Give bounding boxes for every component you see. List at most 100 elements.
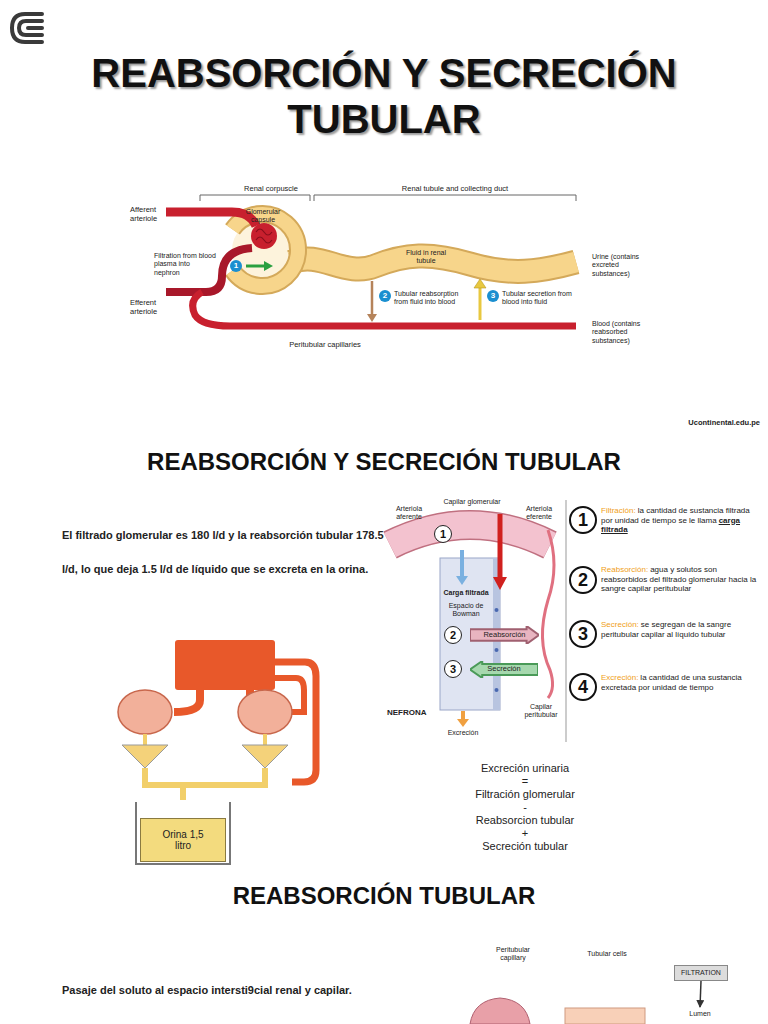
legend-text-block: Filtración:la cantidad de sustancia filt… <box>601 506 761 535</box>
part-label-block: Filtration from blood plasma into nephro… <box>154 252 216 277</box>
part-label-block: Tubular cells <box>582 950 632 958</box>
source-note-block: Ucontinental.edu.pe <box>640 418 760 427</box>
part-label-block: Afferent arteriole <box>130 205 164 223</box>
equation-term-block: Secreción tubular <box>430 840 620 853</box>
kidney-illustration <box>118 640 316 864</box>
part-label-block: Arteriola aferente <box>386 505 432 522</box>
legend-text-block: Reabsorción:agua y solutos son reabsorbi… <box>601 565 761 594</box>
callout-number: 1 <box>569 506 597 534</box>
part-label: Capilar glomerular <box>443 498 500 505</box>
callout-number-block: 3 <box>569 620 599 648</box>
node-text: Lumen <box>689 1010 710 1018</box>
callout-number: 1 <box>230 260 242 272</box>
part-label: Tubular secretion from blood into fluid <box>502 290 572 305</box>
part-label: Capilar peritubular <box>524 703 557 718</box>
part-label-block: Renal tubule and collecting duct <box>375 184 535 193</box>
part-label-block: Carga filtrada <box>441 589 491 597</box>
part-label-block: Tubular reabsorption from fluid into blo… <box>394 290 474 307</box>
callout-number-block: 2 <box>379 290 393 302</box>
callout-number-block: 2 <box>569 566 599 594</box>
equation-term: + <box>522 827 528 839</box>
reabsorption-arrow: Reabsorción <box>470 626 539 644</box>
part-label-block: Excreción <box>438 729 488 737</box>
callout-number: 4 <box>569 673 597 701</box>
part-label: NEFRONA <box>387 708 427 717</box>
part-label: Peritubular capillaries <box>289 340 361 349</box>
arrow-outline <box>470 626 539 644</box>
part-label: Carga filtrada <box>443 589 488 596</box>
part-label: Renal tubule and collecting duct <box>402 184 508 193</box>
reabsorption-figure <box>470 998 645 1024</box>
legend-text: Filtración: <box>601 506 636 515</box>
body-text-block: Pasaje del soluto al espacio intersti9ci… <box>62 984 442 997</box>
section-heading: REABSORCIÓN Y SECRECIÓN TUBULAR <box>147 448 621 475</box>
lumen-label: Lumen <box>684 1008 716 1021</box>
callout-number: 2 <box>569 566 597 594</box>
part-label: Peritubular capillary <box>496 946 530 961</box>
node-text: Orina 1,5 litro <box>161 829 205 852</box>
part-label: Efferent arteriole <box>130 298 157 316</box>
section-heading-block: REABSORCIÓN Y SECRECIÓN TUBULAR <box>84 448 684 477</box>
equation-term-block: = <box>430 775 620 788</box>
logo-icon <box>12 14 42 42</box>
part-label-block: Tubular secretion from blood into fluid <box>502 290 588 307</box>
node-text: FILTRATION <box>681 969 721 977</box>
equation-term: Secreción tubular <box>482 840 568 852</box>
legend-text-block: Excreción:la cantidad de una sustancia e… <box>601 673 761 692</box>
part-label: Excreción <box>448 729 479 736</box>
body-text: El filtrado glomerular es 180 l/d y la r… <box>62 529 384 575</box>
body-text: Pasaje del soluto al espacio intersti9ci… <box>62 984 352 996</box>
equation-term: = <box>522 775 528 787</box>
callout-number-block: 1 <box>434 525 454 543</box>
legend-text-block: Secreción:se segregan de la sangre perit… <box>601 620 761 639</box>
callout-number: 3 <box>569 620 597 648</box>
callout-number-block: 1 <box>569 506 599 534</box>
callout-number: 2 <box>444 626 462 644</box>
part-label-block: Espacio de Bowman <box>441 602 491 619</box>
callout-number-block: 3 <box>487 290 501 302</box>
part-label: Tubular reabsorption from fluid into blo… <box>394 290 458 305</box>
legend-text: Secreción: <box>601 620 639 629</box>
urine-beaker: Orina 1,5 litro <box>140 818 226 862</box>
part-label: Arteriola aferente <box>396 505 422 520</box>
part-label: Renal corpuscle <box>244 184 298 193</box>
flow-arrow <box>700 981 701 1007</box>
callout-number-block: 2 <box>444 626 464 644</box>
part-label: Filtration from blood plasma into nephro… <box>154 252 216 276</box>
body-text-block: El filtrado glomerular es 180 l/d y la r… <box>62 518 384 586</box>
part-label: Afferent arteriole <box>130 205 157 223</box>
callout-number-block: 3 <box>444 660 464 678</box>
part-label: Tubular cells <box>587 950 626 957</box>
callout-number: 3 <box>444 660 462 678</box>
equation-term-block: + <box>430 827 620 840</box>
equation-term-block: Reabsorcion tubular <box>430 814 620 827</box>
equation-term-block: - <box>430 801 620 814</box>
part-label-block: Renal corpuscle <box>226 184 316 193</box>
part-label: Urine (contains excreted substances) <box>592 253 639 277</box>
nephron-figure <box>166 195 576 326</box>
callout-number: 3 <box>487 290 499 302</box>
part-label-block: Efferent arteriole <box>130 298 164 316</box>
part-label-block: Blood (contains reabsorbed substances) <box>592 320 654 345</box>
part-label: Espacio de Bowman <box>449 602 484 617</box>
callout-number-block: 1 <box>230 260 244 272</box>
callout-number: 1 <box>434 525 452 543</box>
section-heading-block: REABSORCIÓN TUBULAR <box>84 882 684 911</box>
section-heading: REABSORCIÓN TUBULAR <box>233 882 536 909</box>
part-label: Glomerular capsule <box>246 208 281 223</box>
equation-term: - <box>523 801 527 813</box>
part-label-block: Fluid in renal tubule <box>398 249 454 266</box>
part-label-block: NEFRONA <box>387 708 437 718</box>
part-label-block: Glomerular capsule <box>238 208 288 225</box>
node-text: Reabsorción <box>483 631 525 640</box>
part-label-block: Arteriola eferente <box>516 505 562 522</box>
part-label-block: Peritubular capillaries <box>270 340 380 349</box>
part-label-block: Capilar glomerular <box>432 498 512 506</box>
nephron-schematic <box>390 500 566 742</box>
part-label-block: Urine (contains excreted substances) <box>592 253 648 278</box>
legend-text: Excreción: <box>601 673 638 682</box>
part-label: Blood (contains reabsorbed substances) <box>592 320 640 344</box>
legend-text: Reabsorción: <box>601 565 648 574</box>
equation-term: Filtración glomerular <box>475 788 575 800</box>
